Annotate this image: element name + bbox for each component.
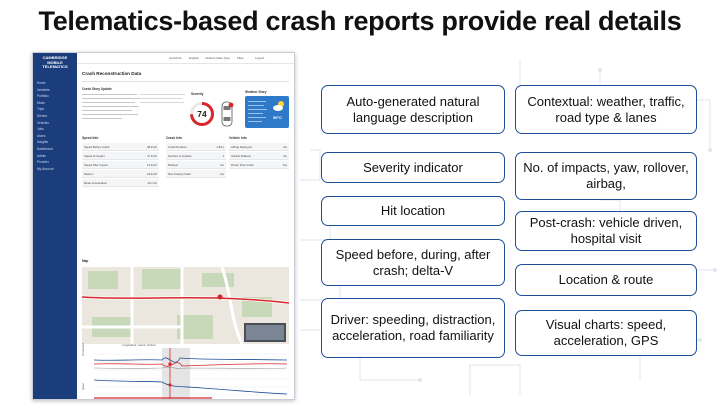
nav-item-portfolio[interactable]: Portfolio bbox=[37, 94, 49, 99]
feature-post-crash: Post-crash: vehicle driven, hospital vis… bbox=[515, 211, 697, 251]
weather-label: Weather Story bbox=[245, 90, 267, 94]
company-logo: CAMBRIDGE MOBILE TELEMATICS bbox=[42, 55, 68, 70]
nav-item-vehicles[interactable]: Vehicles bbox=[37, 120, 49, 125]
feature-impacts: No. of impacts, yaw, rollover, airbag, bbox=[515, 152, 697, 200]
feature-location-route: Location & route bbox=[515, 264, 697, 296]
map-heading: Map bbox=[82, 259, 89, 263]
severity-gauge bbox=[190, 102, 214, 126]
topbar-user[interactable]: Ad Admin bbox=[169, 56, 182, 60]
weather-panel: 59°C bbox=[245, 96, 289, 128]
crash-report-screenshot: CAMBRIDGE MOBILE TELEMATICS Home Inciden… bbox=[32, 52, 295, 400]
sidebar: CAMBRIDGE MOBILE TELEMATICS Home Inciden… bbox=[33, 53, 77, 399]
feature-speed: Speed before, during, after crash; delta… bbox=[321, 239, 505, 286]
feature-hit-location: Hit location bbox=[321, 196, 505, 226]
page-heading: Crash Reconstruction Data bbox=[82, 71, 142, 76]
nav-item-dashboard[interactable]: Dashboard bbox=[37, 146, 53, 151]
vehicle-info-heading: Vehicle Info bbox=[229, 136, 247, 140]
topbar-logout[interactable]: Logout bbox=[255, 56, 265, 60]
acceleration-speed-chart bbox=[82, 348, 289, 399]
partly-cloudy-icon bbox=[273, 101, 284, 111]
chart-legend: Longitudinal Lateral Vertical bbox=[122, 344, 156, 347]
top-bar: Ad Admin English Incident Date Type Filt… bbox=[77, 53, 294, 64]
feature-nlg-description: Auto-generated natural language descript… bbox=[321, 85, 505, 134]
crash-map[interactable] bbox=[82, 267, 289, 344]
nav-item-jobs[interactable]: Jobs bbox=[37, 127, 44, 132]
summary-heading: Crash Story Update bbox=[82, 87, 112, 91]
severity-value: 74 bbox=[197, 109, 207, 119]
topbar-date-type[interactable]: Incident Date Type bbox=[205, 56, 230, 60]
severity-label: Severity bbox=[191, 92, 204, 96]
map-roads bbox=[82, 267, 289, 344]
nav-item-insights[interactable]: Insights bbox=[37, 140, 48, 145]
acceleration-axis-label: Acceleration bbox=[82, 342, 85, 356]
nav-item-mode[interactable]: Mode bbox=[37, 100, 45, 105]
sidebar-nav: Home Incidents Portfolio Mode Trips Driv… bbox=[37, 80, 75, 172]
nav-item-users[interactable]: Users bbox=[37, 133, 46, 138]
nav-item-trips[interactable]: Trips bbox=[37, 107, 44, 112]
crash-charts: Longitudinal Lateral Vertical Accelerati… bbox=[82, 343, 289, 399]
nav-item-admin[interactable]: Admin bbox=[37, 153, 47, 158]
nav-item-provider[interactable]: Provider bbox=[37, 160, 49, 165]
speed-axis-label: Speed bbox=[82, 383, 85, 390]
topbar-language[interactable]: English bbox=[189, 56, 199, 60]
report-main: Crash Reconstruction Data Crash Story Up… bbox=[77, 63, 294, 399]
feature-visual-charts: Visual charts: speed, acceleration, GPS bbox=[515, 310, 697, 356]
feature-severity: Severity indicator bbox=[321, 152, 505, 183]
feature-driver: Driver: speeding, distraction, accelerat… bbox=[321, 298, 505, 358]
speed-info-heading: Speed Info bbox=[82, 136, 99, 140]
hit-location-car-icon bbox=[221, 101, 234, 127]
crash-info-heading: Crash Info bbox=[166, 136, 182, 140]
nav-item-incidents[interactable]: Incidents bbox=[37, 87, 50, 92]
topbar-filter[interactable]: Filter bbox=[237, 56, 244, 60]
nav-item-drivers[interactable]: Drivers bbox=[37, 113, 48, 118]
slide-title: Telematics-based crash reports provide r… bbox=[38, 6, 682, 36]
nav-item-home[interactable]: Home bbox=[37, 81, 46, 85]
feature-contextual: Contextual: weather, traffic, road type … bbox=[515, 85, 697, 134]
weather-temperature: 59°C bbox=[273, 115, 282, 120]
nav-item-my-account[interactable]: My Account bbox=[37, 166, 54, 171]
